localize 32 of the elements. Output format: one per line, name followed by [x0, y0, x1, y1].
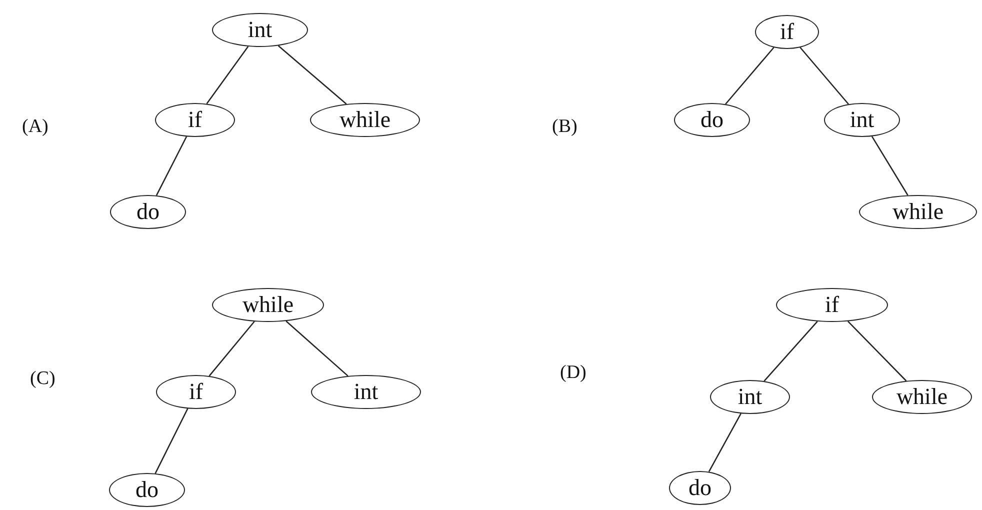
tree-node-ellipse: int — [710, 380, 790, 414]
tree-node-ellipse: if — [776, 288, 888, 322]
tree-node-ellipse: if — [755, 15, 819, 49]
tree-edge — [847, 320, 907, 382]
tree-node-ellipse: do — [110, 195, 186, 229]
option-label: (B) — [552, 116, 578, 138]
tree-node-ellipse: do — [674, 103, 750, 137]
tree-node-ellipse: while — [859, 195, 977, 229]
tree-node-ellipse: int — [311, 375, 421, 409]
tree-edge — [156, 136, 188, 196]
tree-edge — [800, 47, 849, 105]
tree-node-ellipse: if — [156, 375, 236, 409]
tree-node-ellipse: do — [109, 473, 185, 507]
option-label: (C) — [30, 368, 56, 390]
tree-edge — [764, 320, 818, 382]
option-label: (A) — [22, 116, 48, 138]
tree-edge — [871, 136, 908, 196]
tree-edge — [725, 47, 774, 105]
tree-node-ellipse: int — [824, 103, 900, 137]
tree-node-ellipse: while — [872, 380, 972, 414]
option-label: (D) — [560, 362, 586, 384]
tree-node-ellipse: int — [212, 13, 308, 47]
tree-node-ellipse: do — [669, 471, 731, 505]
tree-edge — [208, 321, 255, 376]
tree-edge — [708, 413, 742, 472]
tree-node-ellipse: while — [310, 103, 420, 137]
tree-edge — [206, 46, 249, 104]
tree-node-ellipse: while — [212, 288, 324, 322]
tree-edge — [154, 408, 188, 474]
tree-node-ellipse: if — [155, 103, 235, 137]
tree-edge — [286, 320, 348, 376]
tree-edge — [278, 45, 347, 104]
